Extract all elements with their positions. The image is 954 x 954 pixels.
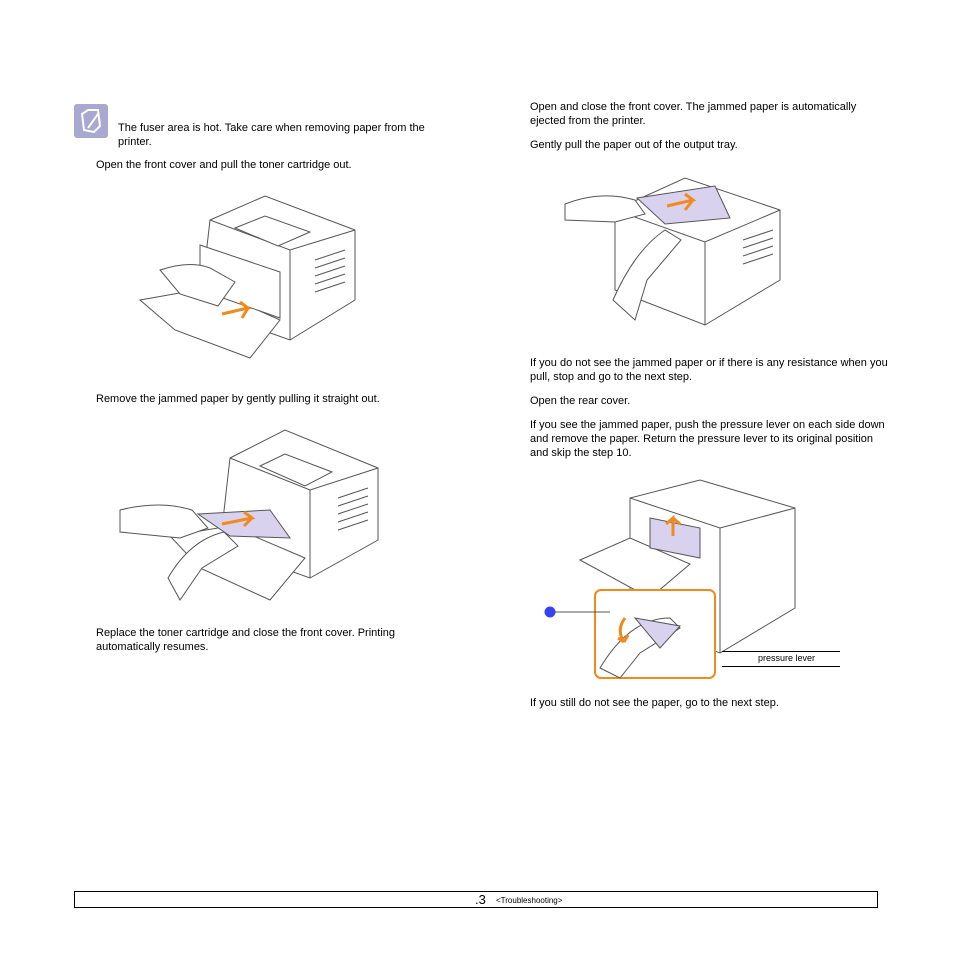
figure-output-tray bbox=[564, 177, 781, 326]
figure-pull-toner bbox=[138, 195, 356, 359]
step-remove-jam: Remove the jammed paper by gently pullin… bbox=[96, 393, 380, 405]
step-open-close-front: Open and close the front cover. The jamm… bbox=[530, 101, 857, 127]
step-pull-output: Gently pull the paper out of the output … bbox=[530, 139, 738, 151]
step-open-front: Open the front cover and pull the toner … bbox=[96, 159, 352, 171]
figure-remove-jam bbox=[119, 429, 379, 601]
note-text: The fuser area is hot. Take care when re… bbox=[118, 122, 425, 148]
step-open-rear: Open the rear cover. bbox=[530, 395, 631, 407]
step-pressure-lever: If you see the jammed paper, push the pr… bbox=[530, 419, 885, 459]
step-still-not: If you still do not see the paper, go to… bbox=[530, 697, 779, 709]
section-label: <Troubleshooting> bbox=[496, 896, 563, 905]
figure-rear-cover bbox=[578, 479, 796, 679]
note-icon bbox=[74, 104, 108, 138]
step-resistance: If you do not see the jammed paper or if… bbox=[530, 357, 888, 383]
callout-label: pressure lever bbox=[758, 653, 816, 663]
callout-marker bbox=[544, 606, 610, 618]
callout-rule-top bbox=[722, 651, 840, 652]
step-replace: Replace the toner cartridge and close th… bbox=[96, 627, 396, 653]
page-footer: .3 <Troubleshooting> bbox=[74, 891, 878, 908]
page-number: .3 bbox=[475, 892, 486, 907]
callout-rule-bottom bbox=[722, 666, 840, 667]
